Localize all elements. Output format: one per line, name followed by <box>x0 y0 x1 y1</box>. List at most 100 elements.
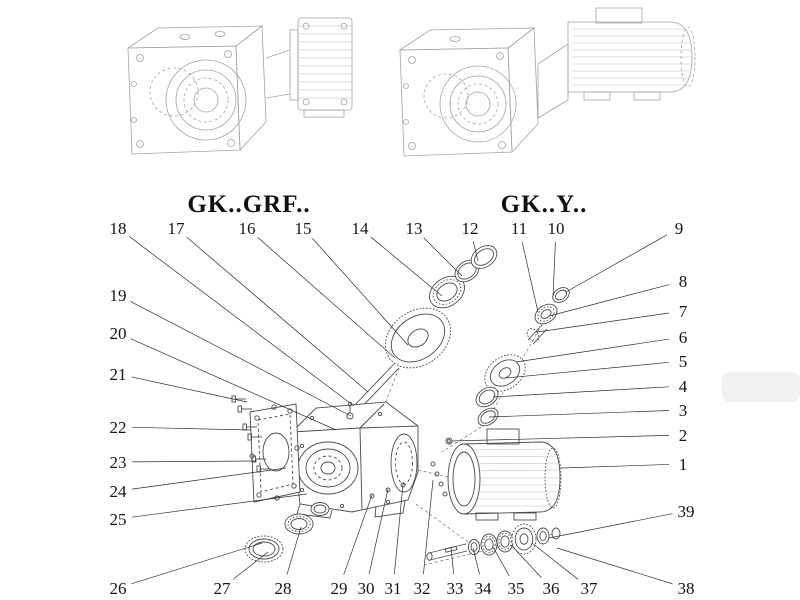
leader-line-17 <box>186 236 369 393</box>
leader-line-9 <box>565 234 667 293</box>
flange-bolts <box>231 395 271 473</box>
leader-line-20 <box>130 338 337 431</box>
leader-line-24 <box>131 467 287 490</box>
leader-line-26 <box>131 542 263 585</box>
leader-line-22 <box>131 426 252 431</box>
leader-line-16 <box>257 236 396 359</box>
callout-3: 3 <box>679 401 688 420</box>
leader-line-33 <box>450 546 454 575</box>
callout-31: 31 <box>385 579 402 598</box>
leader-line-7 <box>536 312 670 333</box>
leader-line-36 <box>510 544 542 578</box>
leader-line-38 <box>556 547 673 585</box>
bolt <box>247 433 262 441</box>
leader-line-19 <box>130 301 352 417</box>
callout-20: 20 <box>110 324 127 343</box>
callout-11: 11 <box>511 219 527 238</box>
callout-36: 36 <box>543 579 560 598</box>
gearbox-variant-y-drawing <box>398 7 696 157</box>
variant-label-y: GK..Y.. <box>501 191 588 218</box>
leader-line-12 <box>472 241 479 262</box>
callout-10: 10 <box>548 219 565 238</box>
callout-6: 6 <box>679 328 688 347</box>
callout-9: 9 <box>675 219 684 238</box>
bearing-ring <box>284 513 314 535</box>
leader-line-8 <box>548 284 670 317</box>
leader-line-37 <box>531 542 579 580</box>
callout-2: 2 <box>679 426 688 445</box>
leader-line-14 <box>370 236 443 297</box>
bolt <box>251 455 266 463</box>
exploded-assembly <box>231 245 570 563</box>
leader-line-2 <box>451 435 670 442</box>
input-retaining-rings <box>454 245 498 283</box>
leader-line-3 <box>488 410 670 418</box>
callout-27: 27 <box>214 579 232 598</box>
mounting-flange-plate <box>249 403 301 503</box>
leader-line-32 <box>423 479 434 575</box>
washer-and-ring <box>475 386 499 427</box>
callout-23: 23 <box>110 453 127 472</box>
callout-17: 17 <box>168 219 186 238</box>
seal-ring <box>310 502 330 516</box>
callout-18: 18 <box>110 219 127 238</box>
intermediate-gear <box>484 354 526 392</box>
callout-1: 1 <box>679 455 688 474</box>
callout-25: 25 <box>110 510 127 529</box>
callout-32: 32 <box>414 579 431 598</box>
leader-line-28 <box>286 526 302 575</box>
callout-12: 12 <box>462 219 479 238</box>
callout-29: 29 <box>331 579 348 598</box>
toothed-shim-ring <box>244 535 284 563</box>
intermediate-shaft-parts <box>526 287 570 345</box>
callout-21: 21 <box>110 365 127 384</box>
leader-line-25 <box>131 493 308 518</box>
leader-line-10 <box>552 241 556 298</box>
callout-5: 5 <box>679 352 688 371</box>
leader-line-15 <box>312 238 409 346</box>
shim-and-bearing-rings <box>244 502 330 563</box>
callout-35: 35 <box>508 579 525 598</box>
callout-30: 30 <box>358 579 375 598</box>
output-shaft-assembly <box>426 523 561 561</box>
leader-line-35 <box>492 546 510 576</box>
bolt <box>237 405 252 413</box>
leader-line-27 <box>232 551 269 580</box>
callout-28: 28 <box>275 579 292 598</box>
callout-37: 37 <box>581 579 599 598</box>
variant-label-grf: GK..GRF.. <box>187 191 310 218</box>
callout-13: 13 <box>406 219 423 238</box>
leader-line-4 <box>492 386 670 398</box>
callout-4: 4 <box>679 377 688 396</box>
leader-line-21 <box>131 376 248 403</box>
leader-line-5 <box>505 361 670 379</box>
callout-33: 33 <box>447 579 464 598</box>
callout-8: 8 <box>679 272 688 291</box>
gear-housing <box>291 401 419 519</box>
callout-22: 22 <box>110 418 127 437</box>
callout-24: 24 <box>110 482 128 501</box>
motor <box>447 428 562 521</box>
callout-26: 26 <box>110 579 127 598</box>
leader-line-23 <box>131 460 258 463</box>
leader-line-29 <box>343 494 373 575</box>
callout-16: 16 <box>239 219 256 238</box>
leader-line-39 <box>548 513 673 539</box>
callout-15: 15 <box>295 219 312 238</box>
leader-line-11 <box>521 241 539 313</box>
watermark-smudge <box>722 372 800 402</box>
leader-line-30 <box>368 488 389 575</box>
callout-19: 19 <box>110 286 127 305</box>
gearbox-variant-grf-drawing <box>126 17 353 155</box>
input-shaft-and-gear <box>351 307 452 413</box>
callout-39: 39 <box>678 502 695 521</box>
leader-line-34 <box>472 547 480 575</box>
leader-line-13 <box>423 237 463 277</box>
callout-34: 34 <box>475 579 493 598</box>
leader-line-31 <box>393 483 404 575</box>
callout-7: 7 <box>679 302 688 321</box>
leader-line-18 <box>128 236 355 407</box>
